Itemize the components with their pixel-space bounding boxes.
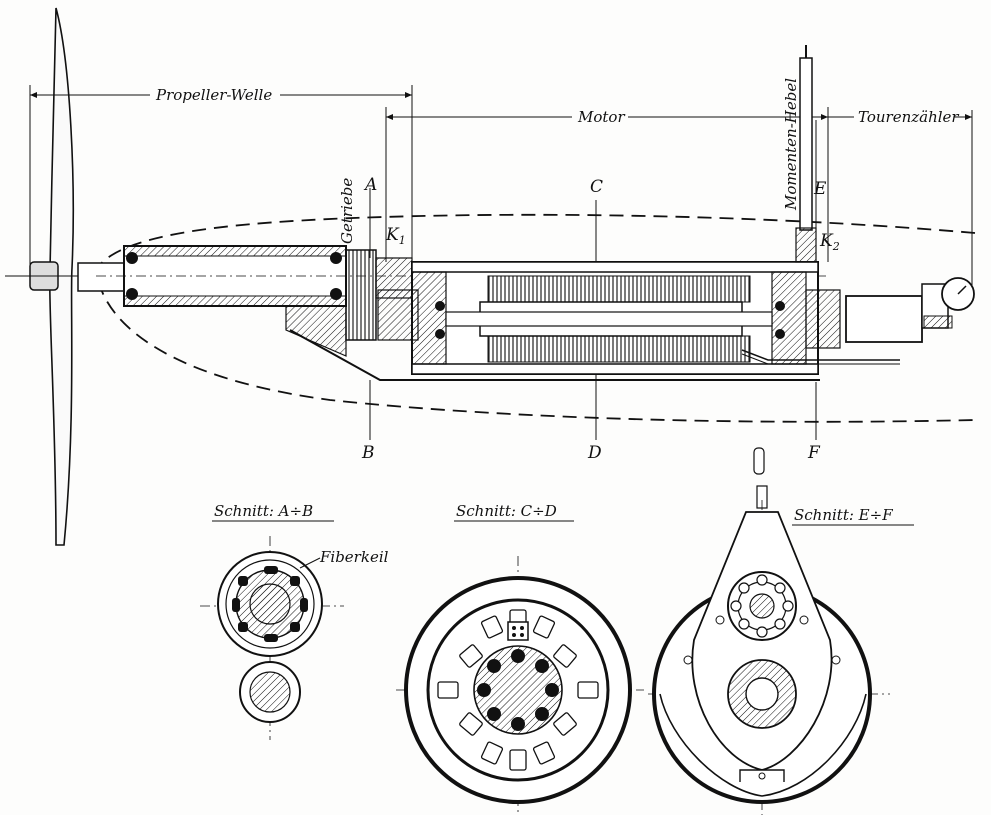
label-fiber-key: Fiberkeil xyxy=(319,548,389,566)
letter-e: E xyxy=(813,179,827,199)
part-letters: A B C D E F K1 K2 xyxy=(361,175,840,463)
leader-lines xyxy=(369,188,817,509)
section-e-f xyxy=(648,500,890,815)
label-motor: Motor xyxy=(577,108,625,126)
letter-d: D xyxy=(587,443,602,463)
label-section-cd: Schnitt: C÷D xyxy=(456,502,557,520)
section-a-b xyxy=(200,536,344,740)
torque-lever xyxy=(795,45,841,349)
letter-a: A xyxy=(363,175,377,195)
letter-k2: K2 xyxy=(819,231,840,253)
tachometer xyxy=(845,277,975,343)
letter-b: B xyxy=(361,443,375,463)
label-tachometer: Tourenzähler xyxy=(858,108,959,126)
section-c-d xyxy=(396,556,644,815)
letter-k1: K1 xyxy=(385,225,406,247)
label-gear: Getriebe xyxy=(338,178,356,244)
label-section-ab: Schnitt: A÷B xyxy=(214,502,313,520)
gear xyxy=(345,249,377,341)
label-propeller-shaft: Propeller-Welle xyxy=(155,86,272,104)
stator-slots xyxy=(437,609,599,771)
letter-c: C xyxy=(590,177,603,197)
dimension-labels: Propeller-Welle Motor Tourenzähler Momen… xyxy=(150,78,959,244)
section-labels: Schnitt: A÷B Schnitt: C÷D Schnitt: E÷F F… xyxy=(212,502,914,566)
propeller xyxy=(5,7,96,546)
letter-f: F xyxy=(807,443,821,463)
label-section-ef: Schnitt: E÷F xyxy=(794,506,893,524)
ball-bearing xyxy=(730,574,794,638)
motor-assembly xyxy=(377,261,900,375)
label-torque-lever: Momenten-Hebel xyxy=(782,78,800,211)
